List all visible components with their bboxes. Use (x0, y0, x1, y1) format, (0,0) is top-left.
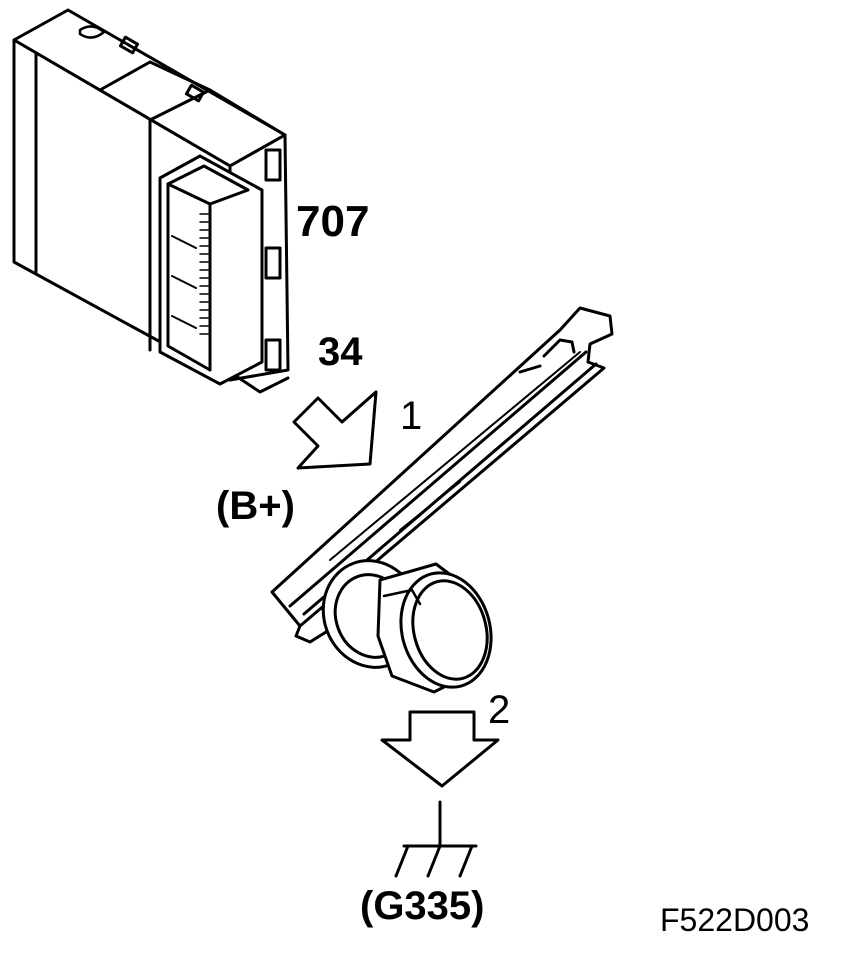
cable-number-label: 1 (400, 394, 423, 438)
module-number-label: 707 (296, 197, 370, 246)
connector-harness-1 (270, 306, 614, 694)
ground-symbol (394, 800, 478, 878)
ground-number-label: 2 (488, 688, 511, 732)
ground-arrow-2 (380, 710, 500, 788)
control-module-707 (12, 8, 290, 394)
supply-label: (B+) (216, 484, 295, 528)
pin-number-label: 34 (318, 330, 363, 374)
ground-point-label: (G335) (360, 884, 485, 928)
figure-code-label: F522D003 (660, 902, 810, 938)
signal-arrow-34 (292, 390, 378, 470)
